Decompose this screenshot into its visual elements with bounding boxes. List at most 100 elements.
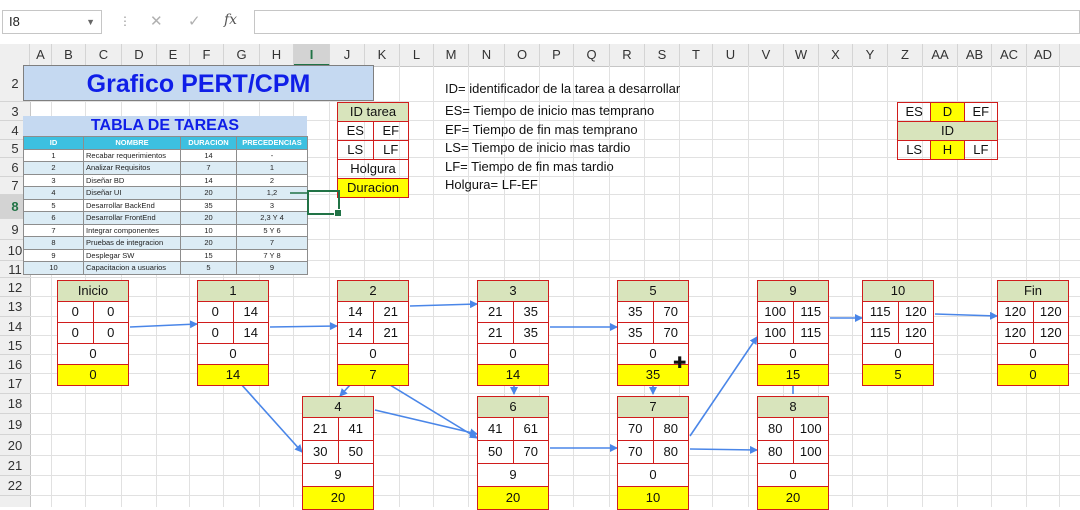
column-header[interactable]: C bbox=[86, 44, 122, 66]
legend-ef: EF bbox=[372, 122, 409, 140]
row-header[interactable]: 2 bbox=[0, 66, 30, 102]
node-ef: 80 bbox=[652, 418, 689, 440]
column-header[interactable]: R bbox=[610, 44, 645, 66]
column-header[interactable]: V bbox=[749, 44, 784, 66]
node-holgura: 0 bbox=[649, 467, 657, 482]
row-header[interactable]: 9 bbox=[0, 219, 30, 240]
column-header[interactable]: W bbox=[784, 44, 819, 66]
table-cell: 3 bbox=[236, 198, 308, 212]
column-header[interactable]: G bbox=[224, 44, 260, 66]
column-header[interactable]: Z bbox=[888, 44, 923, 66]
row-header[interactable]: 5 bbox=[0, 140, 30, 158]
node-lf: 120 bbox=[1032, 323, 1069, 343]
gridline bbox=[30, 495, 1080, 496]
row-header[interactable]: 3 bbox=[0, 102, 30, 121]
gridline bbox=[852, 66, 853, 507]
node-lf: 0 bbox=[92, 323, 129, 343]
node-duracion: 5 bbox=[894, 367, 902, 382]
node-holgura: 9 bbox=[509, 467, 517, 482]
row-header[interactable]: 7 bbox=[0, 177, 30, 195]
row-header[interactable]: 10 bbox=[0, 240, 30, 261]
row-header[interactable]: 12 bbox=[0, 278, 30, 297]
row-header[interactable]: 16 bbox=[0, 355, 30, 374]
row-header[interactable]: 20 bbox=[0, 435, 30, 456]
chevron-down-icon[interactable]: ▼ bbox=[86, 17, 95, 27]
node-ef: 120 bbox=[897, 302, 934, 322]
row-header[interactable]: 19 bbox=[0, 414, 30, 435]
table-cell: 9 bbox=[23, 248, 84, 262]
table-cell: 14 bbox=[180, 148, 237, 162]
column-header[interactable]: K bbox=[365, 44, 400, 66]
column-header[interactable]: AC bbox=[992, 44, 1027, 66]
node-holgura: 0 bbox=[89, 346, 97, 361]
name-box[interactable]: I8▼ bbox=[2, 10, 102, 34]
node-lf: 100 bbox=[792, 441, 829, 463]
task-table-title: TABLA DE TAREAS bbox=[23, 116, 307, 136]
row-header[interactable]: 22 bbox=[0, 476, 30, 496]
row-header[interactable]: 18 bbox=[0, 394, 30, 414]
column-header[interactable]: A bbox=[30, 44, 52, 66]
node-duracion: 0 bbox=[1029, 367, 1037, 382]
insert-function-icon[interactable]: fx bbox=[224, 12, 238, 28]
column-header[interactable]: X bbox=[819, 44, 853, 66]
row-header[interactable]: 17 bbox=[0, 374, 30, 394]
node-holgura: 0 bbox=[789, 346, 797, 361]
column-header[interactable]: E bbox=[157, 44, 190, 66]
column-header[interactable]: Q bbox=[574, 44, 610, 66]
column-header[interactable]: D bbox=[122, 44, 157, 66]
formula-input[interactable] bbox=[254, 10, 1080, 34]
column-header[interactable]: F bbox=[190, 44, 224, 66]
select-all-corner[interactable] bbox=[0, 44, 30, 66]
table-cell: Desarrollar FrontEnd bbox=[83, 211, 181, 225]
row-header[interactable]: 6 bbox=[0, 158, 30, 177]
row-header[interactable]: 21 bbox=[0, 456, 30, 476]
fill-handle[interactable] bbox=[334, 209, 342, 217]
column-header[interactable]: H bbox=[260, 44, 294, 66]
row-header[interactable]: 13 bbox=[0, 297, 30, 317]
column-header[interactable]: P bbox=[540, 44, 574, 66]
column-header[interactable]: I bbox=[294, 44, 330, 66]
column-header[interactable]: AB bbox=[958, 44, 992, 66]
row-header[interactable]: 15 bbox=[0, 336, 30, 355]
gridline bbox=[30, 413, 1080, 414]
table-cell: 7 Y 8 bbox=[236, 248, 308, 262]
node-lf: 35 bbox=[512, 323, 549, 343]
row-header[interactable]: 14 bbox=[0, 317, 30, 336]
node-ls: 21 bbox=[488, 325, 503, 340]
table-cell: 1,2 bbox=[236, 186, 308, 200]
column-header[interactable]: AD bbox=[1027, 44, 1060, 66]
node-duracion: 7 bbox=[369, 367, 377, 382]
node-es: 0 bbox=[71, 304, 79, 319]
node-duracion: 14 bbox=[225, 367, 241, 382]
column-header[interactable]: S bbox=[645, 44, 680, 66]
gridline bbox=[433, 66, 434, 507]
column-header[interactable]: L bbox=[400, 44, 434, 66]
column-header[interactable]: N bbox=[469, 44, 505, 66]
selected-cell[interactable] bbox=[307, 190, 342, 217]
column-header[interactable]: T bbox=[680, 44, 713, 66]
gridline bbox=[712, 66, 713, 507]
formula-bar: I8▼ ⋮ ✕ ✓ fx bbox=[0, 0, 1080, 45]
cancel-icon[interactable]: ✕ bbox=[150, 13, 163, 30]
gridline bbox=[30, 157, 1080, 158]
column-header[interactable]: J bbox=[330, 44, 365, 66]
column-header[interactable]: U bbox=[713, 44, 749, 66]
row-header[interactable]: 4 bbox=[0, 121, 30, 140]
drag-handle-icon[interactable]: ⋮ bbox=[119, 14, 131, 28]
column-header[interactable]: B bbox=[52, 44, 86, 66]
column-header[interactable]: AA bbox=[923, 44, 958, 66]
row-header[interactable]: 11 bbox=[0, 261, 30, 278]
node-ef: 100 bbox=[792, 418, 829, 440]
column-header[interactable]: Y bbox=[853, 44, 888, 66]
enter-icon[interactable]: ✓ bbox=[188, 13, 201, 30]
table-cell: 7 bbox=[23, 223, 84, 237]
column-header[interactable]: O bbox=[505, 44, 540, 66]
node-holgura: 0 bbox=[369, 346, 377, 361]
table-cell: 20 bbox=[180, 186, 237, 200]
column-header[interactable]: M bbox=[434, 44, 469, 66]
